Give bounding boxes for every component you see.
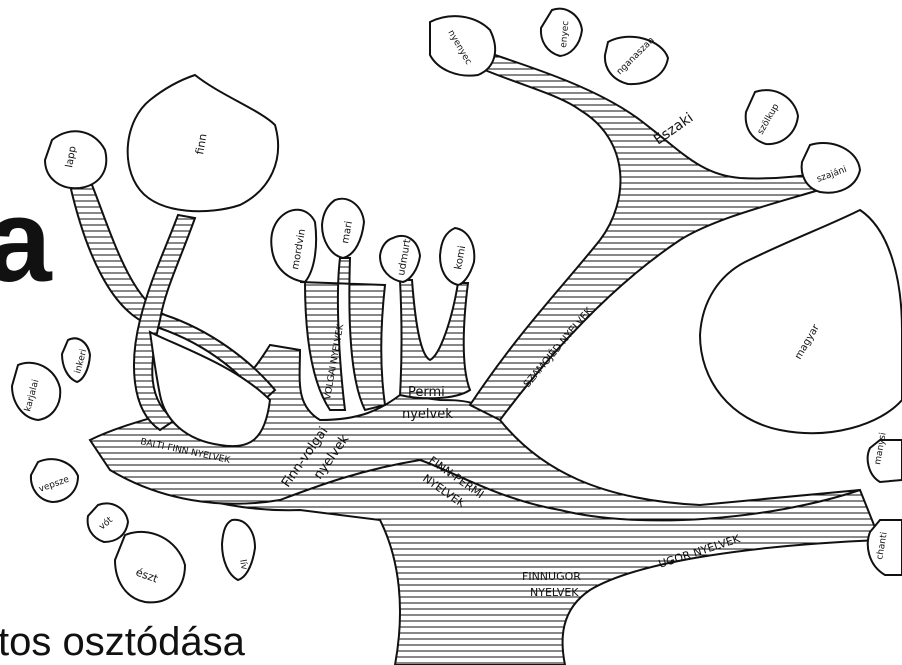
leaf-liv [222,520,255,580]
label-finnugor-2: NYELVEK [530,586,579,599]
label-permi-2: nyelvek [402,407,453,422]
leaf-szajani [802,143,860,193]
slide-caption-fragment: tos osztódása [0,622,245,662]
label-permi: Permi [408,385,445,400]
permi-stems [400,280,470,398]
leaf-eszt [115,532,185,603]
slide-title-fragment: a [0,182,52,300]
label-finnugor: FINNUGOR [522,570,581,583]
leaf-magyar [700,210,902,433]
label-eszaki: Északi [651,109,697,148]
